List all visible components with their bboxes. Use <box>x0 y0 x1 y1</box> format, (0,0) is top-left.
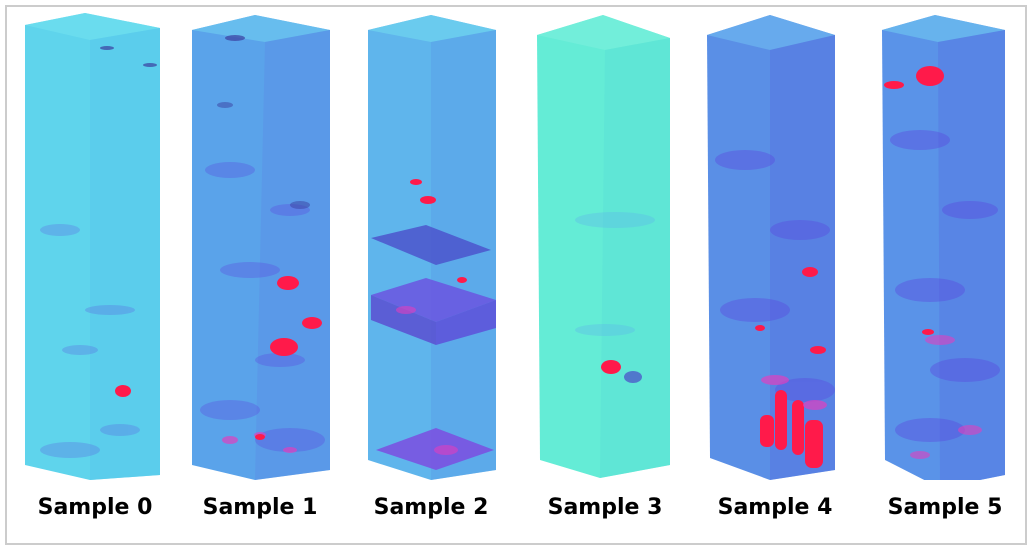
sample-3-label: Sample 3 <box>547 495 663 520</box>
figure-frame <box>5 5 1027 545</box>
sample-2-volume <box>366 10 516 480</box>
sample-4-volume <box>705 10 855 480</box>
sample-2-label: Sample 2 <box>373 495 489 520</box>
sample-4-label: Sample 4 <box>717 495 833 520</box>
sample-5-label: Sample 5 <box>887 495 1003 520</box>
sample-0-volume <box>20 10 170 480</box>
sample-0-label: Sample 0 <box>37 495 153 520</box>
sample-1-volume <box>190 10 340 480</box>
sample-3-volume <box>535 10 685 480</box>
sample-5-volume <box>880 10 1010 480</box>
sample-1-label: Sample 1 <box>202 495 318 520</box>
